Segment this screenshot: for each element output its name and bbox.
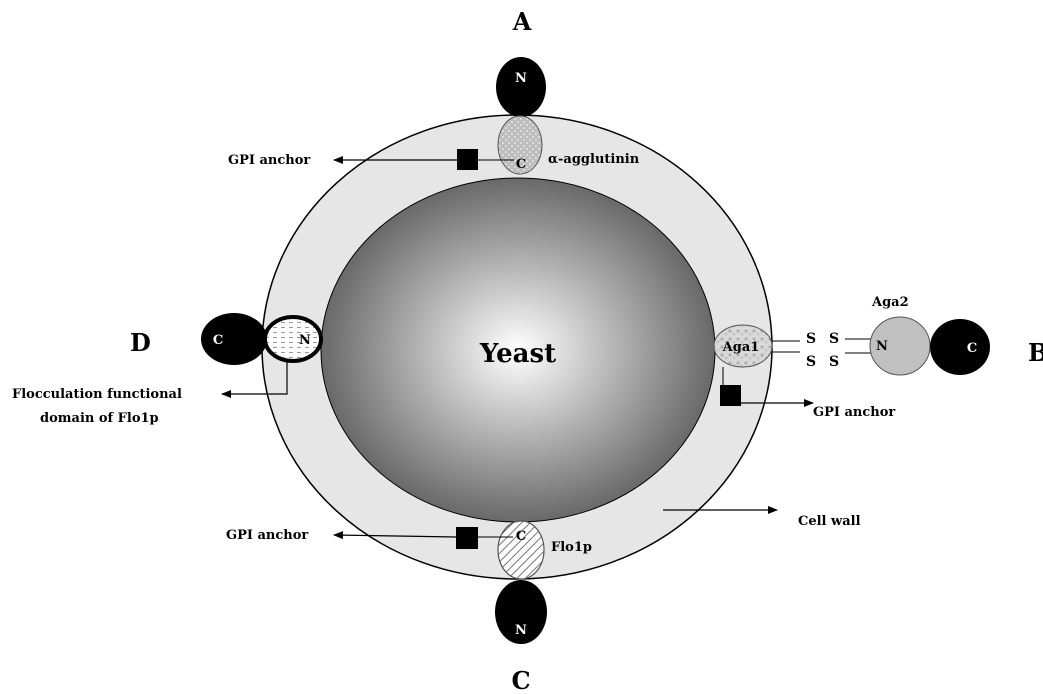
panel-c-n-domain bbox=[495, 580, 547, 644]
panel-b-aga2-label: Aga2 bbox=[871, 295, 909, 310]
panel-a-gpi-square bbox=[457, 149, 478, 170]
panel-b-gpi-square bbox=[720, 385, 741, 406]
panel-a-n-domain bbox=[496, 57, 546, 117]
cell-wall-label: Cell wall bbox=[798, 514, 861, 529]
panel-b-s-4: S bbox=[829, 354, 839, 370]
panel-a-letter: A bbox=[512, 7, 532, 36]
panel-c-letter: C bbox=[511, 666, 530, 694]
panel-c-gpi-arrow bbox=[333, 531, 457, 540]
panel-b-s-1: S bbox=[806, 331, 816, 347]
panel-b-s-3: S bbox=[806, 354, 816, 370]
panel-b-c-label: C bbox=[967, 341, 977, 356]
panel-c-gpi-square bbox=[456, 527, 478, 549]
panel-d-n-domain bbox=[263, 315, 323, 363]
panel-b-c-domain bbox=[930, 319, 990, 375]
panel-c-n-label: N bbox=[515, 623, 527, 638]
panel-a-c-label: C bbox=[516, 157, 526, 172]
panel-d-domain-label-line2: domain of Flo1p bbox=[40, 411, 159, 426]
panel-b-n-label: N bbox=[876, 339, 888, 354]
panel-a-n-label: N bbox=[515, 71, 527, 86]
panel-d-domain-label-line1: Flocculation functional bbox=[12, 387, 182, 402]
panel-d-domain-pointer bbox=[221, 361, 288, 398]
panel-d-n-label: N bbox=[299, 333, 311, 348]
panel-b-gpi-label: GPI anchor bbox=[813, 405, 895, 420]
panel-c-c-domain bbox=[497, 520, 545, 580]
panel-c-gpi-label: GPI anchor bbox=[226, 528, 308, 543]
panel-c-protein-label: Flo1p bbox=[551, 540, 592, 555]
panel-d-c-label: C bbox=[213, 333, 223, 348]
panel-b-aga2-n-domain bbox=[869, 316, 931, 376]
panel-b-aga1-label: Aga1 bbox=[722, 340, 760, 355]
panel-d-c-domain bbox=[201, 313, 267, 365]
panel-a-gpi-label: GPI anchor bbox=[228, 153, 310, 168]
panel-b-s-2: S bbox=[829, 331, 839, 347]
panel-c-c-label: C bbox=[516, 529, 526, 544]
panel-b-letter: B bbox=[1028, 338, 1043, 367]
panel-a-protein-label: α-agglutinin bbox=[548, 152, 640, 167]
panel-b-aga1-domain bbox=[713, 324, 773, 368]
yeast-label: Yeast bbox=[479, 339, 556, 369]
panel-d-letter: D bbox=[130, 328, 151, 357]
